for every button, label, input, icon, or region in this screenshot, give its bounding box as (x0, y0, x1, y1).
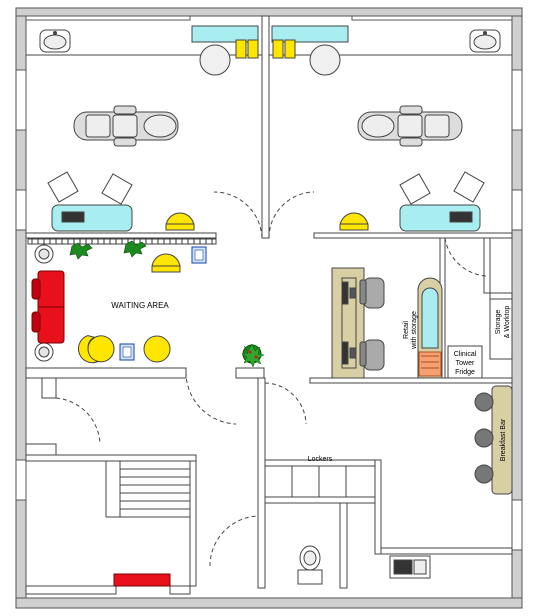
yellow-chair-tr-right (339, 212, 369, 231)
fridge-label-line2: Tower (456, 360, 475, 367)
yellow-chair-waiting (77, 253, 181, 364)
clinical-fridge (447, 345, 483, 379)
yellow-chair-tr-left (165, 212, 195, 231)
lockers (264, 465, 376, 498)
waiting-area (27, 238, 217, 245)
magazine-table (119, 246, 207, 361)
sink-icon (389, 555, 431, 579)
top-counters (191, 25, 349, 76)
retail-label-line2: with storage (411, 311, 418, 350)
office-chair (359, 277, 385, 371)
retail-unit (417, 277, 443, 379)
plant-pot-icon (241, 343, 265, 368)
storage-worktop (489, 298, 513, 360)
waiting-area-label: WAITING AREA (111, 301, 169, 310)
doors (55, 191, 487, 567)
fridge-label-line1: Clinical (454, 351, 477, 358)
breakfast-bar-label: Breakfast Bar (500, 418, 507, 461)
ornament-icon (34, 244, 54, 362)
basin-right (469, 29, 501, 53)
basin-left (39, 29, 71, 53)
desk-right (399, 171, 485, 232)
red-sofa (31, 270, 65, 344)
staircase (105, 460, 191, 518)
treatment-chair-left (73, 105, 179, 147)
interior-walls (25, 15, 513, 595)
lockers-label: Lockers (308, 456, 333, 463)
plant-icon (69, 240, 147, 260)
reception-desk (331, 267, 365, 379)
breakfast-bar (474, 385, 513, 495)
fridge-label-line3: Fridge (455, 369, 475, 376)
treatment-chair-right (357, 105, 463, 147)
retail-label: Retail (403, 321, 410, 339)
desk-left (47, 171, 133, 232)
storage-label-line2: & Worktop (504, 306, 511, 339)
storage-label: Storage (495, 310, 502, 335)
window-marks (15, 15, 523, 551)
toilet-icon (297, 545, 323, 585)
doormat (113, 573, 171, 587)
